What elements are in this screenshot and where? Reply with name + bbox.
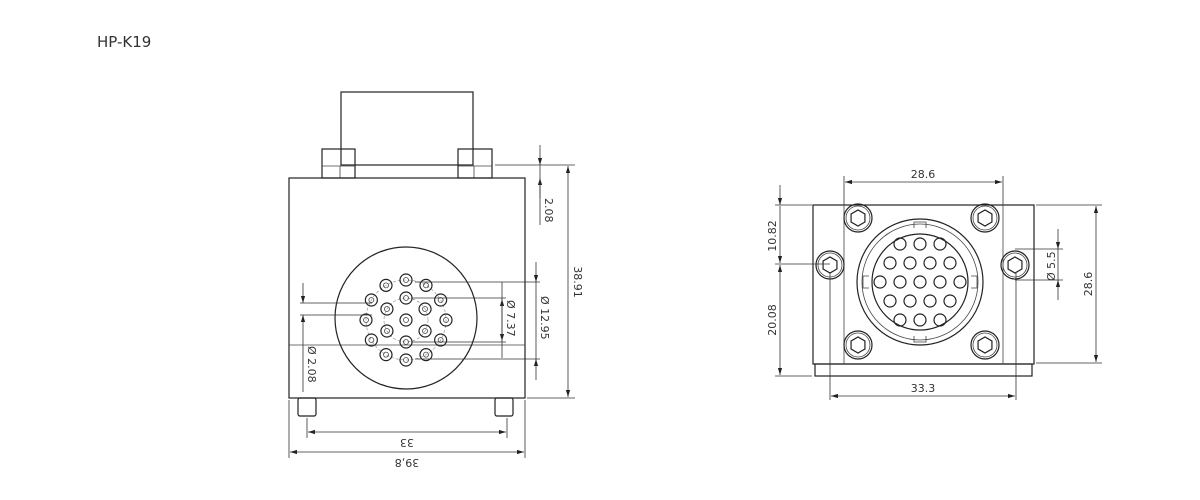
contact-hole [893, 275, 907, 289]
connector-pins [873, 237, 967, 327]
dim-hole-diameter: Ø 5.5 [1045, 251, 1058, 281]
pin [419, 278, 433, 292]
pin [364, 293, 378, 307]
hex-screw-icon [970, 203, 1000, 233]
body [288, 177, 526, 399]
contact-hole [953, 275, 967, 289]
hex-screw-icon [970, 330, 1000, 360]
contact-hole [893, 313, 907, 327]
pin [399, 291, 413, 305]
hex-screw-icon [843, 203, 873, 233]
base-strip [814, 363, 1033, 377]
contact-hole [923, 294, 937, 308]
connector-insert [871, 233, 969, 331]
dim-overall-width: 39,8 [395, 456, 420, 469]
dim-pin-diameter: Ø 2.08 [305, 346, 318, 383]
side-view: 28.6 33.3 28.6 10.82 20.08 Ø 5.5 [766, 168, 1102, 400]
pin [364, 333, 378, 347]
contact-hole [923, 256, 937, 270]
pin [380, 302, 394, 316]
contact-hole [903, 256, 917, 270]
pin [399, 335, 413, 349]
right-block [457, 148, 493, 179]
pin [359, 313, 373, 327]
contact-hole [933, 313, 947, 327]
pin [399, 273, 413, 287]
contact-hole [933, 275, 947, 289]
contact-hole [883, 256, 897, 270]
contact-hole [903, 294, 917, 308]
contact-hole [943, 294, 957, 308]
contact-hole [913, 313, 927, 327]
connector-face [334, 246, 478, 390]
dim-lower-offset: 20.08 [766, 304, 779, 336]
contact-hole [933, 237, 947, 251]
screws [815, 203, 1030, 360]
dim-mount-hole-spacing: 33.3 [911, 382, 936, 395]
contact-hole [913, 275, 927, 289]
pin [379, 278, 393, 292]
left-foot [297, 397, 317, 417]
pin [399, 353, 413, 367]
pin [419, 348, 433, 362]
pin [418, 324, 432, 338]
dim-top-offset: 2.08 [542, 198, 555, 223]
pin [418, 302, 432, 316]
pin-array [359, 273, 453, 367]
dim-height: 28.6 [1082, 272, 1095, 297]
dim-flange-width: 28.6 [911, 168, 936, 181]
pin [379, 348, 393, 362]
connector-outer-ring [856, 218, 984, 346]
dim-outer-pin-circle: Ø 12.95 [538, 296, 551, 340]
right-foot [494, 397, 514, 417]
hex-screw-icon [1000, 250, 1030, 280]
contact-hole [883, 294, 897, 308]
dim-foot-spacing: 33 [400, 436, 414, 449]
left-block [321, 148, 356, 179]
pin [399, 313, 413, 327]
dim-inner-pin-circle: Ø 7.37 [504, 300, 517, 337]
contact-hole [893, 237, 907, 251]
drawing-title: HP-K19 [97, 33, 152, 51]
front-view: 39,8 33 38.91 2.08 Ø 12.95 Ø 7.37 Ø 2.08 [288, 91, 584, 469]
pin [434, 293, 448, 307]
hex-screw-icon [843, 330, 873, 360]
pin [434, 333, 448, 347]
contact-hole [873, 275, 887, 289]
cable-housing [340, 91, 474, 166]
dim-upper-offset: 10.82 [766, 220, 779, 252]
contact-hole [943, 256, 957, 270]
pin [380, 324, 394, 338]
pin [439, 313, 453, 327]
contact-hole [913, 237, 927, 251]
dim-overall-height: 38.91 [571, 266, 584, 298]
